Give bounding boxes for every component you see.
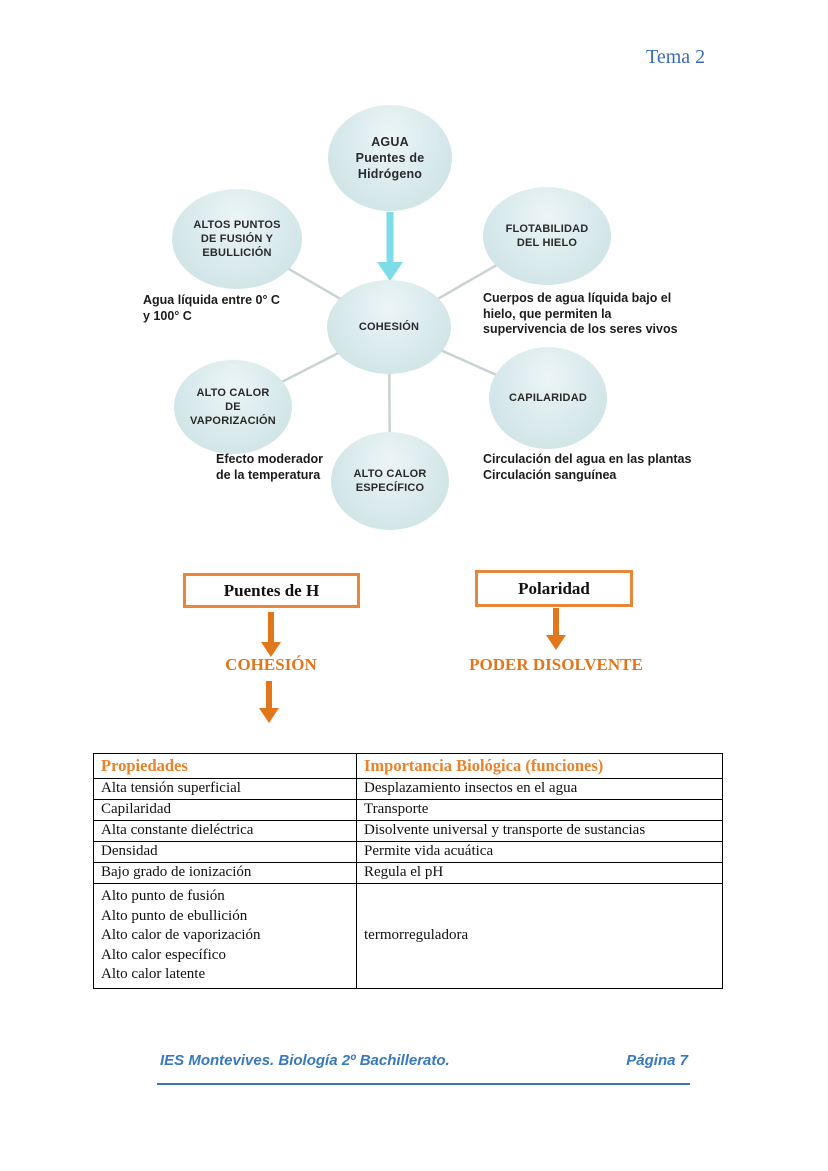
table-row: Alto punto de fusión Alto punto de ebull… bbox=[93, 883, 723, 989]
node-altos-puntos: ALTOS PUNTOS DE FUSIÓN Y EBULLICIÓN bbox=[172, 189, 302, 289]
node-especifico-label: ALTO CALOR ESPECÍFICO bbox=[353, 467, 427, 494]
poder-arrow-icon bbox=[546, 608, 566, 650]
footer-divider bbox=[157, 1083, 690, 1085]
table-row: Bajo grado de ionización Regula el pH bbox=[93, 862, 723, 884]
cell-funcion: Desplazamiento insectos en el agua bbox=[356, 778, 723, 800]
flow-arrows bbox=[259, 608, 566, 723]
cell-funcion: Permite vida acuática bbox=[356, 841, 723, 863]
node-agua-label: AGUA Puentes de Hidrógeno bbox=[355, 134, 425, 182]
polaridad-box: Polaridad bbox=[475, 570, 633, 607]
annotation-hielo: Cuerpos de agua líquida bajo el hielo, q… bbox=[483, 291, 678, 337]
footer-course-label: IES Montevives. Biología 2º Bachillerato… bbox=[160, 1052, 450, 1069]
properties-table: Propiedades Importancia Biológica (funci… bbox=[93, 753, 723, 989]
node-cohesion: COHESIÓN bbox=[327, 280, 451, 374]
node-agua: AGUA Puentes de Hidrógeno bbox=[328, 105, 452, 211]
poder-disolvente-flow-label: PODER DISOLVENTE bbox=[469, 655, 643, 674]
node-cohesion-label: COHESIÓN bbox=[358, 320, 420, 333]
cohesion-arrow-bottom-icon bbox=[259, 681, 279, 723]
cell-funcion: Regula el pH bbox=[356, 862, 723, 884]
cell-funcion: Disolvente universal y transporte de sus… bbox=[356, 820, 723, 842]
footer-page-number: Página 7 bbox=[626, 1052, 688, 1069]
cell-propiedad: Capilaridad bbox=[93, 799, 357, 821]
col-header-importancia: Importancia Biológica (funciones) bbox=[356, 753, 723, 779]
puentes-de-h-box: Puentes de H bbox=[183, 573, 360, 608]
cell-funcion: Transporte bbox=[356, 799, 723, 821]
node-vaporizacion: ALTO CALOR DE VAPORIZACIÓN bbox=[174, 360, 292, 454]
cohesion-flow-label: COHESIÓN bbox=[225, 655, 317, 674]
cell-funcion: termorreguladora bbox=[356, 883, 723, 989]
cell-propiedad: Alta constante dieléctrica bbox=[93, 820, 357, 842]
table-row: Capilaridad Transporte bbox=[93, 799, 723, 821]
node-flotabilidad: FLOTABILIDAD DEL HIELO bbox=[483, 187, 611, 285]
node-capilaridad: CAPILARIDAD bbox=[489, 347, 607, 449]
cell-propiedad-list: Alto punto de fusión Alto punto de ebull… bbox=[93, 883, 357, 989]
annotation-fusion: Agua líquida entre 0° C y 100° C bbox=[143, 293, 280, 323]
hydrogen-bond-arrow-icon bbox=[377, 212, 403, 281]
table-row: Densidad Permite vida acuática bbox=[93, 841, 723, 863]
annotation-capilaridad: Circulación del agua en las plantas Circ… bbox=[483, 452, 692, 482]
node-altos-puntos-label: ALTOS PUNTOS DE FUSIÓN Y EBULLICIÓN bbox=[193, 218, 281, 260]
cell-propiedad: Alta tensión superficial bbox=[93, 778, 357, 800]
table-row: Alta tensión superficial Desplazamiento … bbox=[93, 778, 723, 800]
node-flotabilidad-label: FLOTABILIDAD DEL HIELO bbox=[505, 222, 589, 249]
page-header-tag: Tema 2 bbox=[646, 46, 706, 68]
node-especifico: ALTO CALOR ESPECÍFICO bbox=[331, 432, 449, 530]
node-vaporizacion-label: ALTO CALOR DE VAPORIZACIÓN bbox=[190, 386, 276, 428]
cell-propiedad: Bajo grado de ionización bbox=[93, 862, 357, 884]
table-header-row: Propiedades Importancia Biológica (funci… bbox=[93, 753, 723, 779]
col-header-propiedades: Propiedades bbox=[93, 753, 357, 779]
cohesion-arrow-top-icon bbox=[261, 612, 281, 657]
node-capilaridad-label: CAPILARIDAD bbox=[509, 391, 587, 404]
table-row: Alta constante dieléctrica Disolvente un… bbox=[93, 820, 723, 842]
cell-propiedad: Densidad bbox=[93, 841, 357, 863]
annotation-temperatura: Efecto moderador de la temperatura bbox=[216, 452, 323, 482]
